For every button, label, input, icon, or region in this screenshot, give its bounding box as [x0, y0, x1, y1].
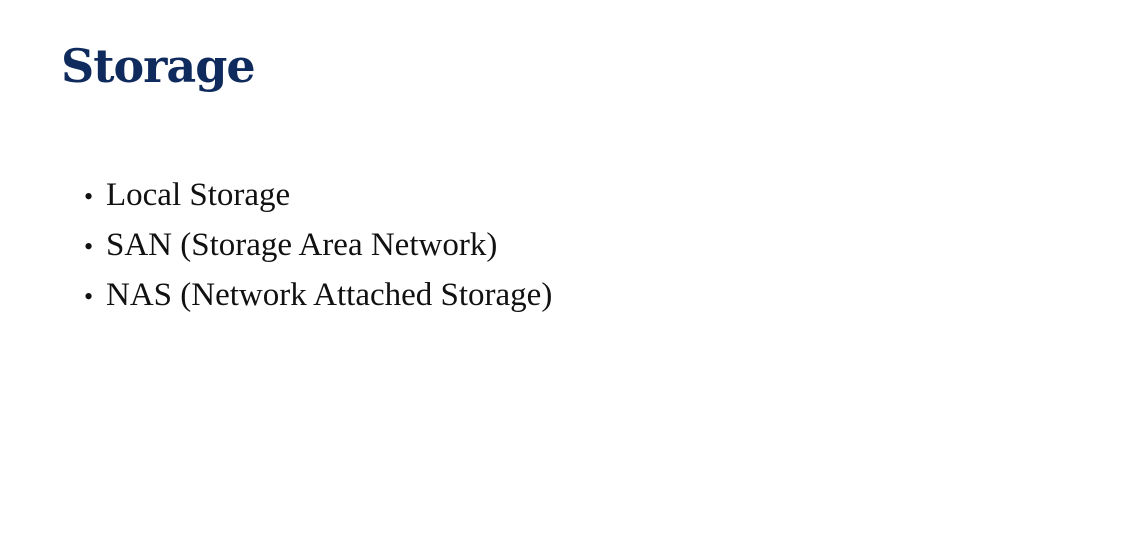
bullet-list: • Local Storage • SAN (Storage Area Netw…: [84, 175, 552, 325]
bullet-item-san: • SAN (Storage Area Network): [84, 225, 552, 275]
bullet-icon: •: [84, 232, 94, 261]
bullet-icon: •: [84, 182, 94, 211]
bullet-text: SAN (Storage Area Network): [106, 227, 498, 263]
bullet-icon: •: [84, 282, 94, 311]
slide-title: Storage: [61, 39, 256, 93]
bullet-text: NAS (Network Attached Storage): [106, 277, 553, 313]
bullet-item-nas: • NAS (Network Attached Storage): [84, 275, 552, 325]
bullet-item-local-storage: • Local Storage: [84, 175, 552, 225]
bullet-text: Local Storage: [106, 177, 291, 213]
